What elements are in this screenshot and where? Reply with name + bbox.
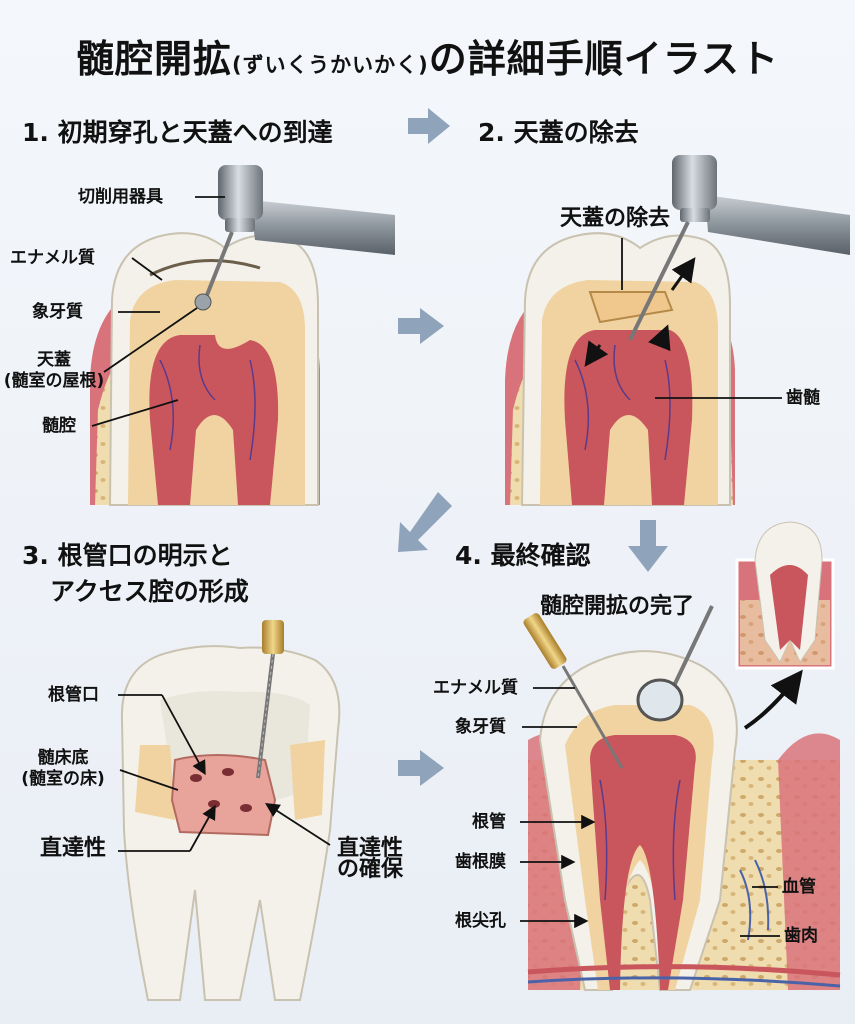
label-pulp-floor: 髄床底 (髄室の床) <box>6 748 120 790</box>
flow-arrow-1-2-mid <box>398 308 444 344</box>
label-ensure-line2: の確保 <box>336 857 403 882</box>
panel1-tooth <box>90 232 320 506</box>
label-instrument: 切削用器具 <box>78 187 163 207</box>
flow-arrow-2-3 <box>398 492 452 552</box>
panel4-file <box>523 613 624 769</box>
panel4-mirror <box>636 605 714 722</box>
step2-heading: 2. 天蓋の除去 <box>478 118 639 147</box>
title-reading: (ずいくうかいかく) <box>231 53 429 77</box>
step3-heading-line1: 3. 根管口の明示と <box>22 541 233 570</box>
panel2-tooth <box>505 232 735 506</box>
title-tail: の詳細手順イラスト <box>428 37 780 81</box>
label-complete: 髄腔開拡の完了 <box>540 594 695 619</box>
label-roof: 天蓋 (髄室の屋根) <box>2 350 106 392</box>
label-gum: 歯肉 <box>784 926 818 946</box>
step1-heading: 1. 初期穿孔と天蓋への到達 <box>22 118 333 147</box>
label-ensure-line1: 直達性 <box>336 836 403 861</box>
flow-arrow-3-4 <box>398 750 444 786</box>
label-apex: 根尖孔 <box>455 911 506 931</box>
label-pulp-cavity: 髄腔 <box>42 416 76 436</box>
label-ensure-access: 直達性 の確保 <box>330 836 410 882</box>
label-dentin-4: 象牙質 <box>455 717 506 737</box>
label-vessel: 血管 <box>782 877 816 897</box>
flow-arrow-down-4 <box>628 520 668 572</box>
title-main: 髄腔開拡 <box>75 37 232 81</box>
panel3-file <box>256 620 284 779</box>
label-enamel-1: エナメル質 <box>10 248 95 268</box>
panel1-handpiece <box>194 165 395 311</box>
panel2-handpiece <box>628 155 850 341</box>
label-root-canal: 根管 <box>472 812 506 832</box>
label-pulp-floor-main: 髄床底 <box>37 748 89 768</box>
step3-heading-line2: アクセス腔の形成 <box>50 577 249 606</box>
flow-arrow-1-2 <box>408 108 450 144</box>
label-straight-access: 直達性 <box>40 836 107 861</box>
label-roof-removal: 天蓋の除去 <box>560 206 671 231</box>
label-pulp-floor-note: (髄室の床) <box>21 769 105 789</box>
panel3-tooth <box>120 645 341 1001</box>
step4-heading: 4. 最終確認 <box>455 541 591 570</box>
label-canal-orifice: 根管口 <box>48 685 99 705</box>
label-pdl: 歯根膜 <box>455 852 506 872</box>
label-roof-note: (髄室の屋根) <box>3 371 105 391</box>
label-roof-main: 天蓋 <box>37 350 71 370</box>
panel4-inset <box>735 521 835 670</box>
label-dentin-1: 象牙質 <box>32 302 83 322</box>
label-enamel-4: エナメル質 <box>433 678 518 698</box>
page-title: 髄腔開拡(ずいくうかいかく)の詳細手順イラスト <box>0 28 855 83</box>
label-pulp: 歯髄 <box>786 388 820 408</box>
